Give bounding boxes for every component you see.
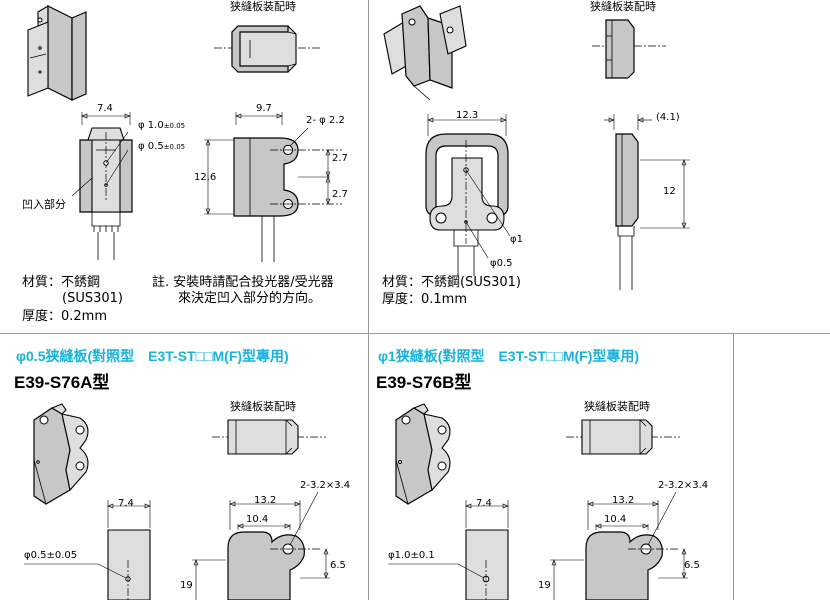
dim-holes: 2-3.2×3.4 [658, 480, 709, 491]
front-view-top-left [71, 112, 133, 260]
side-view-top-left [204, 112, 342, 262]
dim-offset: (4.1) [656, 112, 680, 123]
bracket-perspective [33, 403, 89, 505]
dim-width-front: 7.4 [97, 103, 113, 114]
front-view-bottom-right [388, 500, 509, 600]
dim-width: 12.3 [456, 110, 479, 121]
side-view-bottom-right [550, 491, 688, 600]
dim-holes: 2- φ 2.2 [306, 115, 345, 126]
bracket-perspective [27, 5, 87, 101]
dim-hole: φ0.5±0.05 [24, 550, 78, 561]
thickness-label: 厚度：0.1mm [382, 292, 468, 307]
mounted-caption: 狭縫板装配時 [230, 0, 296, 13]
grid-divider-vertical [368, 0, 369, 600]
dim-pitch-bottom: 2.7 [332, 189, 348, 200]
dim-width-total: 13.2 [612, 495, 635, 506]
thickness-label: 厚度：0.2mm [22, 309, 108, 324]
dim-width-inner: 10.4 [246, 514, 269, 525]
material-code: (SUS301) [62, 291, 123, 306]
dim-hole-small-tolerance: ±0.05 [163, 143, 186, 151]
recess-label: 凹入部分 [22, 198, 66, 211]
dim-hole-small-value: φ 0.5 [138, 141, 164, 152]
install-note-line1: 註. 安裝時請配合投光器/受光器 [152, 275, 334, 290]
mounted-caption: 狭縫板装配時 [584, 400, 650, 413]
dim-width-front: 7.4 [476, 498, 492, 509]
dim-holes: 2-3.2×3.4 [300, 480, 351, 491]
mounted-view-bottom-left [212, 419, 326, 455]
mounted-view-top-right [592, 19, 666, 79]
side-view-top-right [604, 114, 690, 290]
section-title: φ1狭縫板(對照型 E3T-ST□□M(F)型專用) [378, 348, 640, 364]
front-view-top-right [425, 114, 511, 276]
drawing-bottom-left [24, 403, 330, 600]
bracket-perspective [383, 5, 467, 101]
mounted-caption: 狭縫板装配時 [590, 0, 656, 13]
dim-height: 12 [663, 186, 676, 197]
material-label: 材質：不銹鋼 [22, 275, 101, 290]
dim-hole-large: φ 1.0±0.05 [138, 120, 185, 131]
drawing-top-left [27, 5, 342, 262]
model-name: E39-S76A型 [14, 373, 110, 392]
dim-height: 19 [538, 580, 551, 591]
mounted-caption: 狭縫板装配時 [230, 400, 296, 413]
dim-height: 12.6 [194, 172, 217, 183]
dim-width-front: 7.4 [118, 498, 134, 509]
dim-hole-large: φ1 [510, 234, 523, 245]
mounted-view-bottom-right [566, 419, 680, 455]
material-label: 材質：不銹鋼(SUS301) [382, 275, 521, 290]
dim-hole-small: φ0.5 [490, 258, 513, 269]
front-view-bottom-left [24, 500, 151, 600]
bracket-perspective [395, 403, 451, 505]
dim-width-total: 13.2 [254, 495, 277, 506]
dim-pitch: 6.5 [330, 560, 346, 571]
grid-divider-horizontal [0, 333, 830, 334]
dim-pitch: 6.5 [684, 560, 700, 571]
drawing-top-right [383, 5, 690, 290]
side-view-bottom-left [192, 491, 330, 600]
dim-hole: φ1.0±0.1 [388, 550, 435, 561]
section-title: φ0.5狭縫板(對照型 E3T-ST□□M(F)型專用) [16, 348, 289, 364]
install-note-line2: 來決定凹入部分的方向。 [178, 291, 322, 306]
model-name: E39-S76B型 [376, 373, 472, 392]
dim-height: 19 [180, 580, 193, 591]
dim-hole-large-tolerance: ±0.05 [163, 122, 186, 130]
dim-hole-large-value: φ 1.0 [138, 120, 164, 131]
mounted-view-top-left [214, 25, 322, 73]
dim-pitch-top: 2.7 [332, 153, 348, 164]
dim-width-inner: 10.4 [604, 514, 627, 525]
grid-divider-right [733, 334, 734, 600]
dim-hole-small: φ 0.5±0.05 [138, 141, 185, 152]
dim-width-side: 9.7 [256, 103, 272, 114]
